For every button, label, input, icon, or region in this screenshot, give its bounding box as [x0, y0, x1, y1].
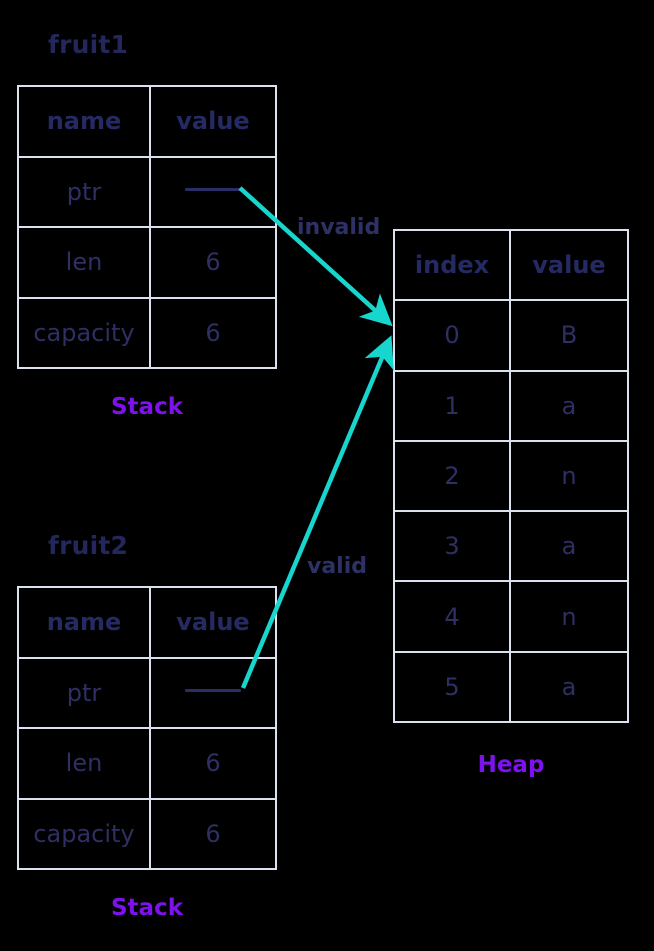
fruit1-ptr-dash — [185, 188, 241, 191]
fruit1-header-value: value — [176, 107, 250, 136]
fruit1-row-capacity-value: 6 — [205, 318, 221, 347]
fruit2-row-len-value: 6 — [205, 749, 221, 778]
table-row: 1 a — [395, 371, 627, 442]
heap-row-0-index: 0 — [395, 301, 512, 370]
table-row: capacity 6 — [19, 298, 275, 367]
heap-row-4-value: n — [561, 602, 577, 631]
fruit2-row-capacity-name: capacity — [19, 799, 151, 868]
table-row: name value — [19, 588, 275, 659]
heap-row-4-index: 4 — [395, 582, 512, 651]
table-row: ptr — [19, 658, 275, 729]
heap-row-5-value: a — [561, 672, 577, 701]
fruit2-title: fruit2 — [48, 531, 129, 560]
fruit2-row-len-name: len — [19, 729, 151, 798]
fruit1-header-name: name — [19, 87, 151, 156]
fruit2-row-ptr-name: ptr — [19, 658, 151, 727]
fruit1-row-len-name: len — [19, 228, 151, 297]
heap-label: Heap — [477, 752, 545, 778]
table-row: name value — [19, 87, 275, 158]
fruit1-title: fruit1 — [48, 30, 129, 59]
fruit2-row-ptr-value — [151, 659, 275, 728]
heap-row-3-value: a — [561, 532, 577, 561]
table-row: 2 n — [395, 441, 627, 513]
fruit1-table: name value ptr len 6 capacity 6 — [17, 85, 277, 369]
table-row: index value — [395, 231, 627, 302]
fruit1-row-ptr-name: ptr — [19, 157, 151, 226]
fruit1-row-capacity-name: capacity — [19, 298, 151, 367]
arrow-label-valid: valid — [307, 554, 368, 579]
heap-table: index value 0 B 1 a 2 n 3 a 4 n 5 a — [393, 229, 629, 723]
table-row: ptr — [19, 157, 275, 228]
table-row: 4 n — [395, 582, 627, 653]
arrow-label-invalid: invalid — [297, 215, 381, 240]
heap-row-0-value: B — [560, 321, 578, 350]
fruit2-stack-label: Stack — [110, 895, 183, 921]
fruit1-row-len-value: 6 — [205, 248, 221, 277]
fruit1-stack-label: Stack — [110, 394, 183, 420]
fruit2-header-value: value — [176, 608, 250, 637]
heap-row-3-index: 3 — [395, 512, 512, 581]
fruit2-table: name value ptr len 6 capacity 6 — [17, 586, 277, 870]
heap-header-value: value — [532, 251, 606, 280]
fruit2-ptr-dash — [185, 689, 241, 692]
heap-row-2-value: n — [561, 461, 577, 490]
fruit2-row-capacity-value: 6 — [205, 819, 221, 848]
fruit1-row-ptr-value — [151, 158, 275, 227]
heap-row-1-value: a — [561, 391, 577, 420]
heap-row-5-index: 5 — [395, 652, 512, 721]
table-row: len 6 — [19, 729, 275, 800]
table-row: 3 a — [395, 512, 627, 583]
heap-row-2-index: 2 — [395, 441, 512, 511]
heap-header-index: index — [395, 231, 512, 300]
table-row: 0 B — [395, 301, 627, 372]
heap-row-1-index: 1 — [395, 371, 512, 440]
table-row: capacity 6 — [19, 799, 275, 868]
fruit2-header-name: name — [19, 588, 151, 657]
table-row: 5 a — [395, 652, 627, 721]
table-row: len 6 — [19, 228, 275, 299]
